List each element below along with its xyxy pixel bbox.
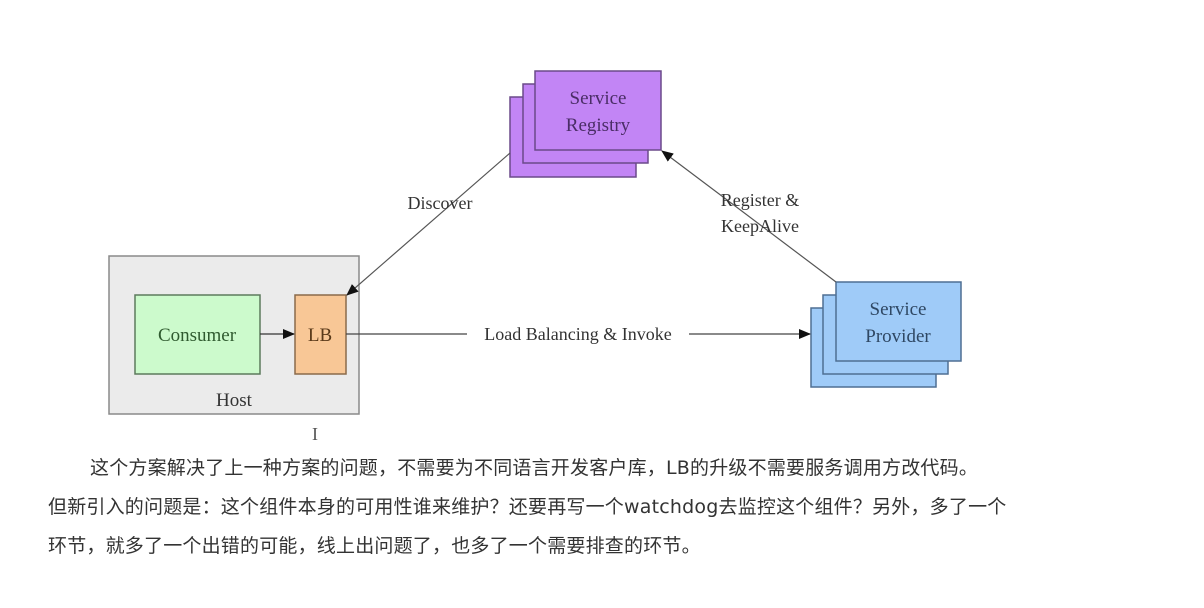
host-label: Host xyxy=(216,390,253,411)
service-registry-node: Service Registry xyxy=(509,70,662,178)
registry-label-line1: Service xyxy=(570,88,627,109)
lb-label: LB xyxy=(308,325,332,346)
invoke-label: Load Balancing & Invoke xyxy=(484,324,671,344)
service-provider-node: Service Provider xyxy=(810,281,962,388)
register-label-line1: Register & xyxy=(721,190,800,210)
discover-label: Discover xyxy=(408,193,473,213)
registry-front-card xyxy=(534,70,662,151)
consumer-box xyxy=(134,294,261,375)
provider-label-line2: Provider xyxy=(865,326,931,347)
text-cursor-icon: I xyxy=(312,424,318,444)
consumer-label: Consumer xyxy=(158,325,237,346)
register-arrow xyxy=(661,150,837,283)
provider-label-line1: Service xyxy=(870,299,927,320)
architecture-diagram: Service Registry Service Provider Host C… xyxy=(108,70,962,415)
lb-node: LB xyxy=(294,294,347,375)
discover-arrow xyxy=(346,152,511,296)
provider-front-card xyxy=(835,281,962,362)
paragraph-line-2: 但新引入的问题是：这个组件本身的可用性谁来维护？还要再写一个watchdog去监… xyxy=(48,496,1007,518)
register-label-line2: KeepAlive xyxy=(721,216,799,236)
lb-box xyxy=(294,294,347,375)
paragraph-line-3: 环节，就多了一个出错的可能，线上出问题了，也多了一个需要排查的环节。 xyxy=(48,535,701,557)
registry-label-line2: Registry xyxy=(566,115,631,136)
paragraph-line-1: 这个方案解决了上一种方案的问题，不需要为不同语言开发客户库，LB的升级不需要服务… xyxy=(90,457,979,479)
consumer-node: Consumer xyxy=(134,294,261,375)
